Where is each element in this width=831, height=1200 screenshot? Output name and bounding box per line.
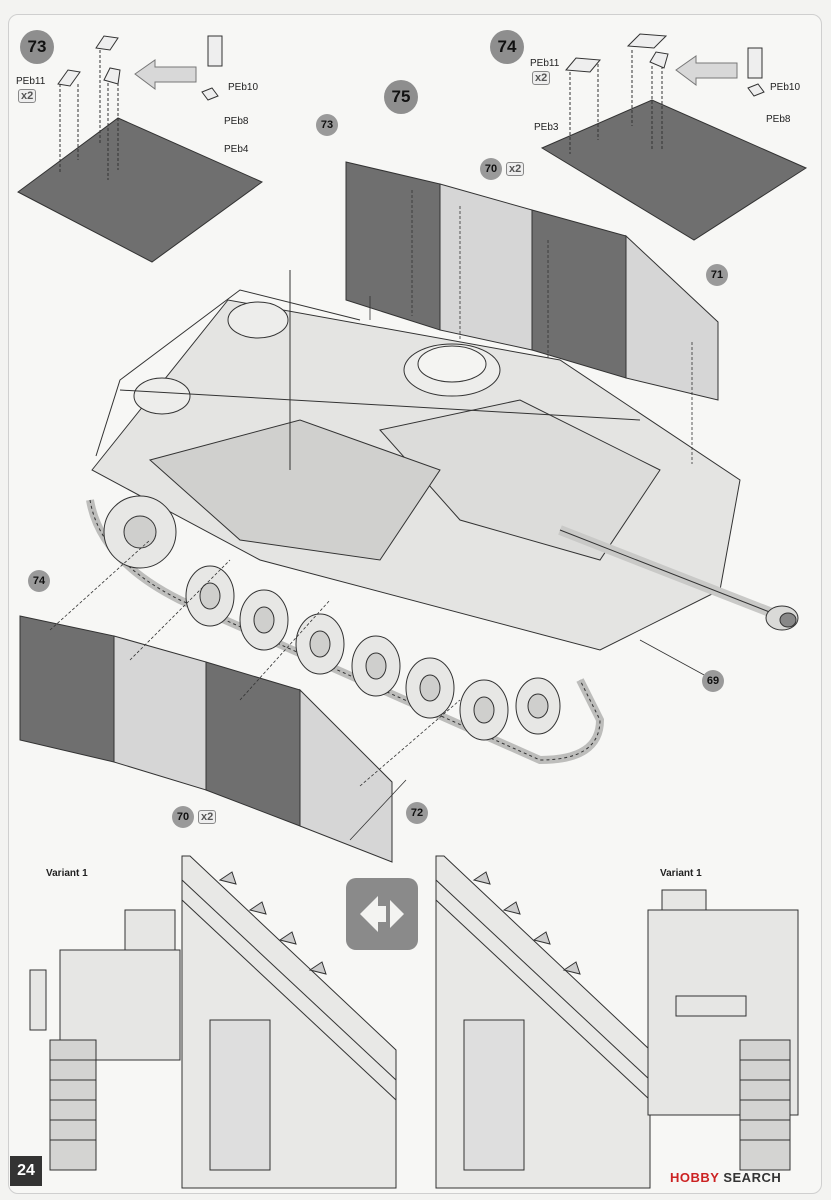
callout-70-lower: 70 [172,806,194,828]
part-label-peb8-b: PEb8 [766,114,791,125]
side-skirt-lower-2 [113,635,207,791]
part-label-peb3: PEb3 [534,122,559,133]
part-label-peb10-b: PEb10 [770,82,801,93]
tank-hull [91,270,799,651]
part-label-peb8-a: PEb8 [224,116,249,127]
part-label-peb4: PEb4 [224,144,249,155]
callout-71: 71 [706,264,728,286]
plate-peb4 [17,117,263,263]
variant-right-drawing [647,889,799,1171]
side-skirt-lower-3 [205,661,301,827]
page-number: 24 [10,1156,42,1186]
arrow-left-b [675,55,738,86]
variant-label-left: Variant 1 [46,868,88,879]
callout-72: 72 [406,802,428,824]
detail-view-1-lines [181,871,397,1171]
plate-peb3-brackets [565,33,765,154]
convert-sign-arrows [360,896,404,932]
quantity-b: x2 [532,71,551,85]
side-skirt-upper-2 [439,183,533,351]
variant-label-right: Variant 1 [660,868,702,879]
callout-70-upper: 70 [480,158,502,180]
plate-peb3 [540,99,808,241]
quantity-70-upper: x2 [506,162,525,176]
variant-left-drawing [29,909,181,1171]
road-wheels [103,495,561,741]
watermark-brand: HOBBY [670,1170,720,1185]
quantity-70-lower: x2 [198,810,217,824]
detail-view-2-lines [435,871,651,1171]
callout-69: 69 [702,670,724,692]
part-label-peb11-a: PEb11 [16,76,46,87]
side-skirt-lower-4 [299,688,393,863]
step-73-badge: 73 [20,30,54,64]
track [86,499,605,765]
side-skirt-upper-1 [345,161,441,331]
quantity-a: x2 [18,89,37,103]
callout-73: 73 [316,114,338,136]
watermark-suffix: SEARCH [723,1170,782,1185]
plate-peb4-brackets [57,35,223,180]
leader-lines [49,190,707,841]
step-75-badge: 75 [384,80,418,114]
part-label-peb11-b: PEb11 [530,58,560,69]
side-skirt-lower-1 [19,615,115,763]
watermark: HOBBY SEARCH [670,1170,781,1185]
side-skirt-upper-4 [625,234,719,401]
arrow-left-a [134,59,197,90]
side-skirt-upper-3 [531,209,627,379]
part-label-peb10-a: PEb10 [228,82,259,93]
step-74-badge: 74 [490,30,524,64]
callout-74: 74 [28,570,50,592]
